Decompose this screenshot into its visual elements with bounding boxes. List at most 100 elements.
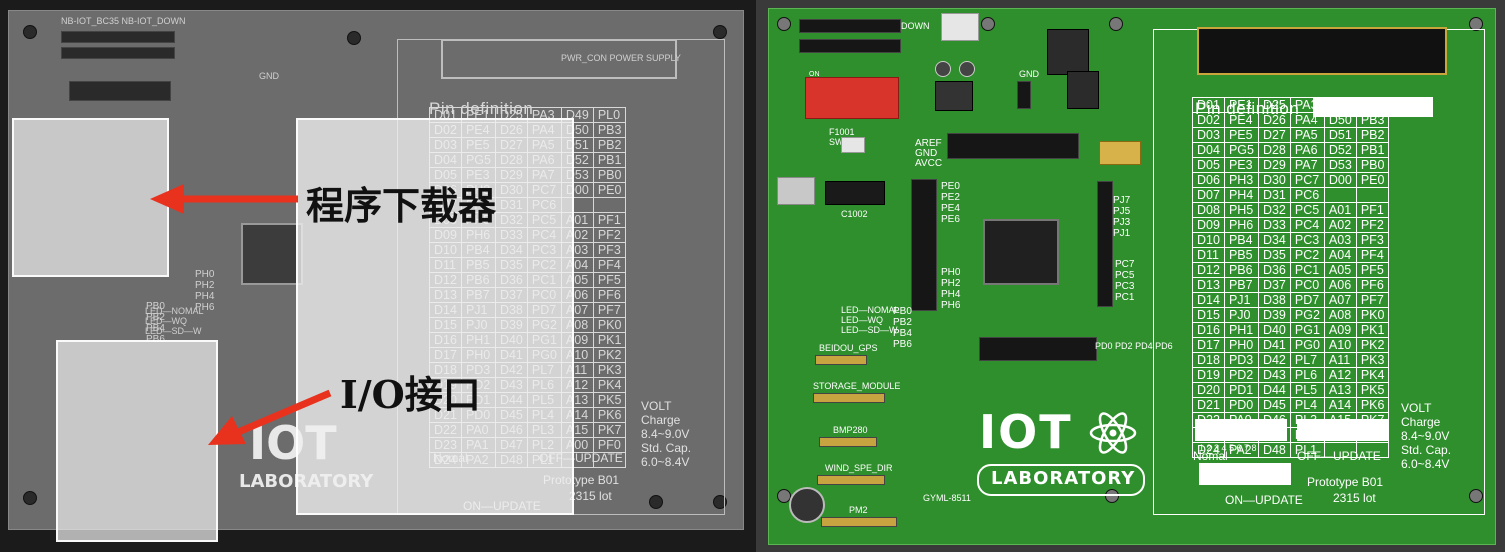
pin-cell: PF2 <box>592 227 627 243</box>
mount-hole <box>1105 489 1119 503</box>
pin-cell: D50 <box>1323 112 1357 128</box>
pin-cell: D45 <box>1257 397 1291 413</box>
pin-cell: A10 <box>1323 337 1357 353</box>
pin-cell: D48 <box>1257 442 1291 458</box>
pin-cell: D53 <box>1323 157 1357 173</box>
pin-cell: PH6 <box>1223 217 1259 233</box>
pin-cell: D12 <box>1192 262 1225 278</box>
pin-cell: PH1 <box>1223 322 1259 338</box>
callout-programmer: 程序下载器 <box>306 183 497 228</box>
pin-cell: PG5 <box>1223 142 1259 158</box>
pin-cell: D33 <box>1257 217 1291 233</box>
arrows-layer <box>150 184 332 445</box>
pin-cell: PF1 <box>1355 202 1390 218</box>
pin-cell: PL0 <box>592 107 627 123</box>
nb-iot-label: NB-IOT_BC35 NB-IOT_DOWN <box>61 16 186 26</box>
pin-cell: PL0 <box>1355 97 1390 113</box>
pin-cell: D32 <box>1257 202 1291 218</box>
pin-cell: D31 <box>1257 187 1291 203</box>
pin-cell: D11 <box>1192 247 1225 263</box>
header-block <box>69 81 171 101</box>
pin-cell: PA6 <box>1289 142 1325 158</box>
arrow-to-io <box>208 389 332 445</box>
lot-label: 2315 lot <box>1333 491 1376 505</box>
pin-cell: D18 <box>1192 352 1225 368</box>
pin-cell: PB6 <box>1223 262 1259 278</box>
pin-cell: PG2 <box>1289 307 1325 323</box>
pin-cell: D07 <box>1192 187 1225 203</box>
mcu-chip <box>983 219 1059 285</box>
pin-cell: D49 <box>1323 97 1357 113</box>
tantalum-caps <box>1099 141 1141 165</box>
pin-cell: PK0 <box>592 317 627 333</box>
dip-switch-3[interactable] <box>1199 463 1291 485</box>
pin-cell: PE0 <box>592 182 627 198</box>
pin-cell: PE3 <box>1223 157 1259 173</box>
dip-switch-2[interactable] <box>1297 419 1389 441</box>
pin-cell: PA2 <box>1223 442 1259 458</box>
pin-cell: D30 <box>1257 172 1291 188</box>
mount-hole <box>1469 17 1483 31</box>
pin-cell: PA4 <box>1289 112 1325 128</box>
mount-hole <box>713 495 727 509</box>
pin-cell: D36 <box>1257 262 1291 278</box>
left-pin-header <box>911 179 937 311</box>
nomal-label: Nomal <box>1193 449 1228 463</box>
pin-cell: PC1 <box>1289 262 1325 278</box>
pin-cell: PE5 <box>1223 127 1259 143</box>
voltage-regulator-2 <box>1067 71 1099 109</box>
gyml-label: GYML-8511 <box>923 493 971 503</box>
bmp280-label: BMP280 <box>833 425 868 435</box>
pin-cell: PC6 <box>1289 187 1325 203</box>
pin-cell: PB1 <box>1355 142 1390 158</box>
pin-cell: PK6 <box>1355 397 1390 413</box>
regulator-small <box>935 81 973 111</box>
pin-cell: PH4 <box>1223 187 1259 203</box>
pin-table-highlight-box <box>296 118 574 515</box>
pin-cell: PC7 <box>1289 172 1325 188</box>
mcu-chip <box>241 223 303 285</box>
pin-cell: PF3 <box>1355 232 1390 248</box>
pin-cell: A12 <box>1323 367 1357 383</box>
pm2-header <box>821 517 897 527</box>
pin-cell: PC5 <box>1289 202 1325 218</box>
programmer-chip <box>825 181 885 205</box>
usb-connector[interactable] <box>777 177 815 205</box>
off-update-label: OFF—UPDATE <box>1297 449 1381 463</box>
pin-cell: D06 <box>1192 172 1225 188</box>
pin-cell: PE0 <box>1355 172 1390 188</box>
pin-cell: A01 <box>1323 202 1357 218</box>
pin-cell: PE4 <box>1223 112 1259 128</box>
wind-header <box>817 475 885 485</box>
pin-cell: A09 <box>1323 322 1357 338</box>
pin-cell: D10 <box>1192 232 1225 248</box>
dip-switch[interactable] <box>805 77 899 119</box>
down-label: DOWN <box>901 21 930 31</box>
pin-cell: D51 <box>1323 127 1357 143</box>
bmp280-header <box>819 437 877 447</box>
pin-cell: D21 <box>1192 397 1225 413</box>
pin-cell: PK3 <box>1355 352 1390 368</box>
pin-cell: PL4 <box>1289 397 1325 413</box>
pin-cell: D44 <box>1257 382 1291 398</box>
left-pcb-view: NB-IOT_BC35 NB-IOT_DOWN GND PWR_CON POWE… <box>0 0 756 552</box>
pd-pin-labels: PD0 PD2 PD4 PD6 <box>1095 341 1173 351</box>
reset-switch[interactable] <box>841 137 865 153</box>
dip-switch-1[interactable] <box>1195 419 1287 441</box>
pin-cell: D34 <box>1257 232 1291 248</box>
pin-cell: PB4 <box>1223 232 1259 248</box>
